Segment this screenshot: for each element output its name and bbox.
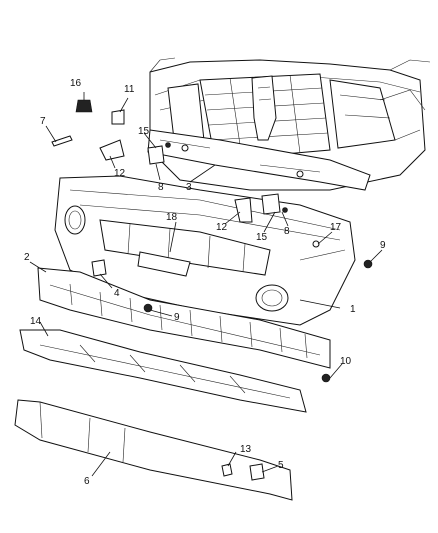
callout-1: 1 <box>350 304 356 315</box>
callout-16: 16 <box>70 78 82 89</box>
callout-13: 13 <box>240 444 252 455</box>
callout-17: 17 <box>330 222 342 233</box>
lower-trim-strip <box>14 399 293 501</box>
small-parts <box>51 99 373 481</box>
vehicle-front-end <box>147 57 431 191</box>
callout-7: 7 <box>40 116 46 127</box>
leader-lines <box>29 92 383 477</box>
callout-8a: 8 <box>158 182 164 193</box>
callout-15b: 15 <box>256 232 268 243</box>
callout-4: 4 <box>114 288 120 299</box>
callout-6: 6 <box>84 476 90 487</box>
energy-absorber <box>37 267 331 369</box>
callout-8b: 8 <box>284 226 290 237</box>
callout-12b: 12 <box>216 222 228 233</box>
callout-9b: 9 <box>174 312 180 323</box>
callout-2: 2 <box>24 252 30 263</box>
lower-support <box>19 329 307 413</box>
callout-10: 10 <box>340 356 352 367</box>
callout-5: 5 <box>278 460 284 471</box>
callouts: 16 11 7 15 12 8 3 18 12 15 8 17 9 2 4 1 … <box>24 78 386 487</box>
callout-11: 11 <box>124 84 135 95</box>
callout-18: 18 <box>166 212 178 223</box>
callout-9a: 9 <box>380 240 386 251</box>
front-fascia <box>54 175 356 326</box>
callout-12a: 12 <box>114 168 126 179</box>
callout-3: 3 <box>186 182 192 193</box>
callout-14: 14 <box>30 316 42 327</box>
callout-15a: 15 <box>138 126 150 137</box>
